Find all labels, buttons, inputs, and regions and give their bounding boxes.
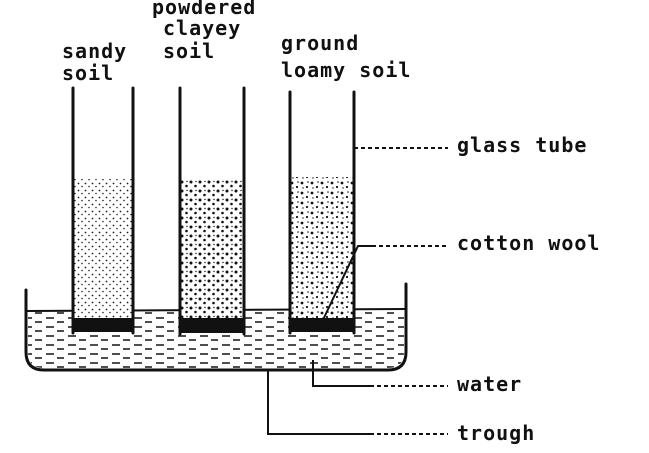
label-clayey-line2: clayey [163,16,241,40]
label-loamy-line1: ground [281,31,359,55]
cotton-wool-plug-1 [74,318,132,332]
tube-clayey-soil [178,86,246,336]
tube-loamy-soil [288,90,356,335]
sandy-soil-fill [74,179,132,319]
water-leader [312,360,370,387]
label-water: water [457,372,522,396]
tube-sandy-soil [71,86,135,335]
cotton-wool-plug-3 [291,318,353,332]
label-cotton-wool: cotton wool [457,231,600,255]
label-trough: trough [457,421,535,445]
cotton-wool-plug-2 [181,318,243,333]
label-sandy-line2: soil [62,61,114,85]
label-glass-tube: glass tube [457,133,587,157]
label-clayey-line3: soil [163,39,215,63]
label-sandy-line1: sandy [62,39,127,63]
label-loamy-line2: loamy soil [281,58,411,82]
trough-leader [267,371,370,435]
labels: sandy soil powdered clayey soil ground l… [62,0,600,445]
label-clayey-line1: powdered [152,0,256,19]
leader-lines [267,147,448,435]
loamy-soil-fill [291,177,353,319]
cotton-wool-leader [321,245,372,323]
clayey-soil-fill [181,179,243,319]
trough-outline [24,282,408,372]
